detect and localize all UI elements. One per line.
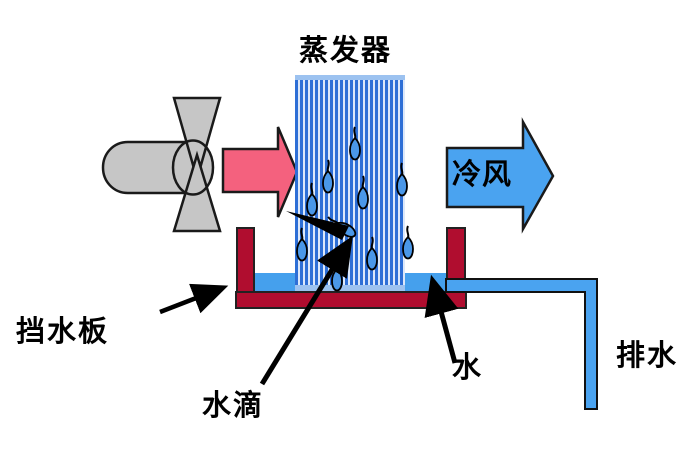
fan-blade-top — [172, 96, 222, 184]
label-evaporator: 蒸发器 — [299, 35, 393, 67]
drain-pipe — [445, 278, 598, 410]
drain-pan — [235, 227, 467, 309]
label-cold-air: 冷风 — [452, 159, 513, 191]
droplet-leader-wedge — [286, 211, 349, 240]
fan-hub — [171, 139, 215, 196]
pointer-arrow-baffle — [159, 283, 229, 315]
label-drain: 排水 — [616, 340, 679, 372]
fan-icon — [101, 96, 222, 233]
label-water-droplet: 水滴 — [202, 390, 265, 422]
warm-air-arrow — [221, 126, 299, 218]
label-water-baffle: 挡水板 — [16, 316, 110, 348]
label-water: 水 — [452, 352, 484, 384]
pointer-arrow-water — [424, 274, 459, 364]
cold-air-arrow — [445, 117, 555, 234]
pointer-arrow-droplet — [259, 235, 353, 386]
